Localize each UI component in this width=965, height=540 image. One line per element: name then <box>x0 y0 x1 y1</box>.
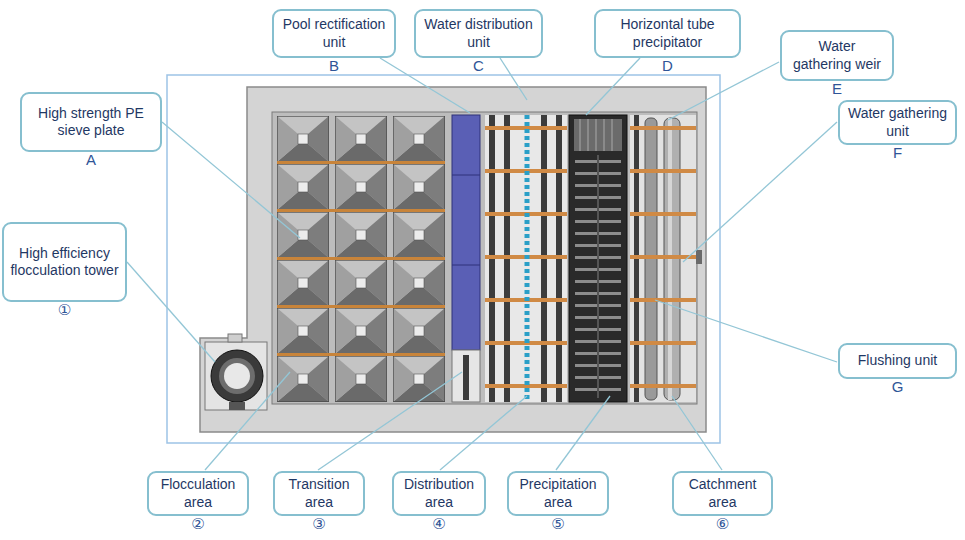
callout-box: Horizontal tube precipitatorD <box>594 9 741 58</box>
callout-letter: G <box>840 379 955 396</box>
callout-letter: ⑥ <box>674 516 771 533</box>
callout-text: Water gathering unit <box>846 105 949 140</box>
callout-text: Precipitation area <box>515 476 601 511</box>
callout-box: High strength PE sieve plateA <box>20 92 162 152</box>
callout-box: Precipitation area⑤ <box>507 471 609 516</box>
callout-box: Water gathering unitF <box>838 100 957 145</box>
callout-letter: ④ <box>394 516 484 533</box>
leader-lines <box>127 58 837 470</box>
callout-text: Pool rectification unit <box>280 16 388 51</box>
callout-box: High efficiency flocculation tower① <box>2 222 127 302</box>
callout-letter: B <box>274 58 394 75</box>
callout-letter: ③ <box>275 516 363 533</box>
transition-panels <box>452 115 480 402</box>
catchment-area <box>630 115 702 402</box>
callout-letter: ② <box>149 516 247 533</box>
flocculation-grid <box>277 116 445 402</box>
callout-text: Catchment area <box>680 476 765 511</box>
callout-box: Distribution area④ <box>392 471 486 516</box>
tube-precipitator <box>569 115 627 402</box>
callout-letter: D <box>596 58 739 75</box>
callout-box: Flocculation area② <box>147 471 249 516</box>
callout-text: High efficiency flocculation tower <box>10 245 119 280</box>
callout-text: Flushing unit <box>858 352 937 370</box>
callout-text: Distribution area <box>400 476 478 511</box>
callout-box: Flushing unitG <box>838 343 957 379</box>
callout-letter: E <box>782 81 892 98</box>
tank-body <box>200 87 706 432</box>
callout-letter: A <box>22 152 160 169</box>
callout-text: Flocculation area <box>155 476 241 511</box>
callout-text: Transition area <box>281 476 357 511</box>
callout-text: Water gathering weir <box>788 38 886 73</box>
flocculation-tower <box>205 334 267 410</box>
callout-box: Pool rectification unitB <box>272 9 396 58</box>
callout-text: Horizontal tube precipitator <box>602 16 733 51</box>
callout-box: Water distribution unitC <box>414 9 543 58</box>
callout-box: Water gathering weirE <box>780 30 894 81</box>
frame <box>167 75 720 443</box>
callout-letter: C <box>416 58 541 75</box>
callout-letter: ⑤ <box>509 516 607 533</box>
callout-box: Transition area③ <box>273 471 365 516</box>
callout-text: High strength PE sieve plate <box>28 105 154 140</box>
callout-text: Water distribution unit <box>422 16 535 51</box>
callout-letter: F <box>840 145 955 162</box>
callout-letter: ① <box>4 302 125 319</box>
distribution-area <box>485 115 567 402</box>
callout-box: Catchment area⑥ <box>672 471 773 516</box>
